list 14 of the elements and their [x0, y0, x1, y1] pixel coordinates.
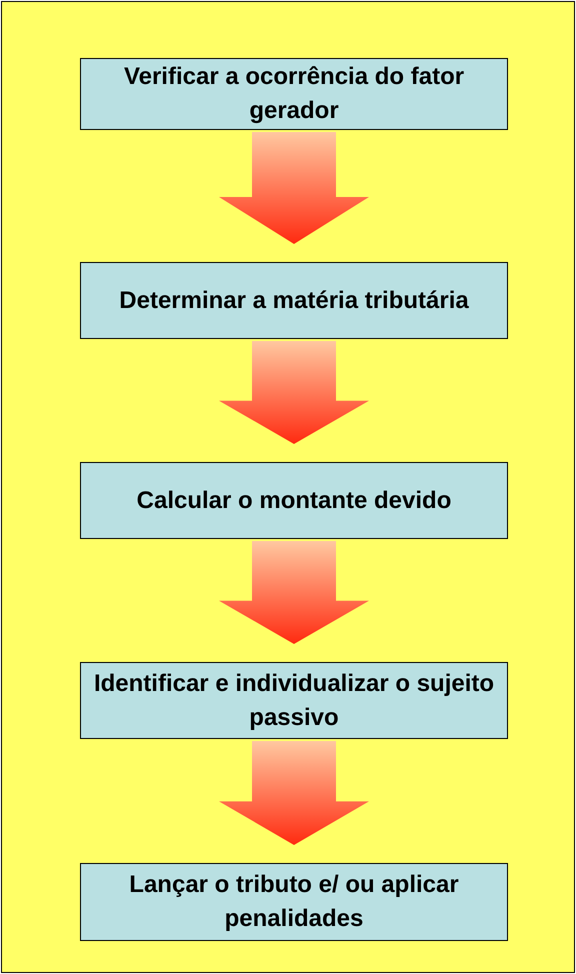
block-arrow	[219, 132, 369, 244]
process-box	[80, 662, 508, 739]
process-box	[80, 863, 508, 941]
block-arrow	[219, 541, 369, 644]
block-arrow	[219, 341, 369, 444]
step-text: Identificar e individualizar o sujeito passivo	[92, 668, 496, 732]
process-box	[80, 262, 508, 339]
process-box	[80, 58, 508, 130]
step-text: Calcular o montante devido	[136, 486, 452, 516]
block-arrow	[219, 741, 369, 845]
process-box	[80, 462, 508, 539]
step-text: Determinar a matéria tributária	[119, 286, 469, 316]
step-text: Verificar a ocorrência do fator gerador	[122, 62, 466, 126]
step-text: Lançar o tributo e/ ou aplicar penalidades	[128, 870, 460, 934]
